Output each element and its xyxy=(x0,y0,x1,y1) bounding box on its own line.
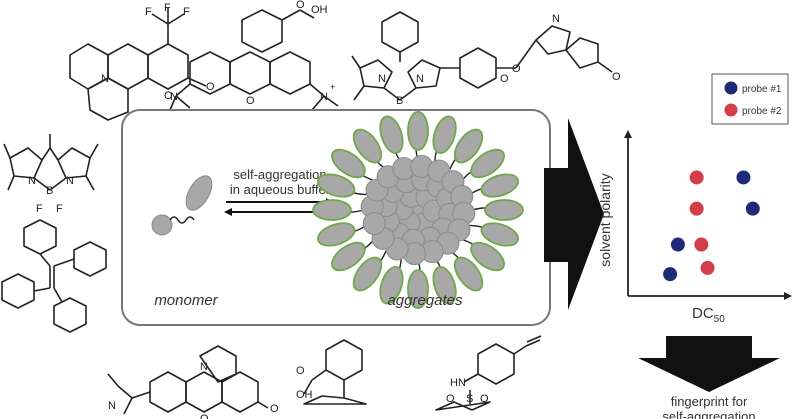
aggregate-outer-unit xyxy=(331,148,366,179)
atom-label: O xyxy=(296,0,305,11)
aggregate-core-unit xyxy=(362,212,386,236)
tetraphenylethylene-molecule xyxy=(1,219,107,333)
bodipy-ester-molecule: N B F F N O O N O xyxy=(351,11,621,121)
atom-label: HN xyxy=(450,377,466,389)
arrow-label-line2: in aqueous buffer xyxy=(230,182,331,197)
atom-label: O xyxy=(200,413,209,419)
fingerprint-text-line1: fingerprint for xyxy=(671,394,748,409)
aggregate-outer-unit xyxy=(453,256,484,292)
data-point-probe1-3 xyxy=(736,170,751,185)
atom-label: F xyxy=(164,2,171,14)
atom-label: OH xyxy=(296,389,313,401)
atom-label: O xyxy=(270,403,279,415)
atom-label: N xyxy=(416,73,424,85)
data-point-probe2-2 xyxy=(689,201,704,216)
atom-label: O xyxy=(612,71,621,83)
coumarin-molecule: F F F N O O xyxy=(69,2,215,121)
aggregate-outer-unit xyxy=(470,241,505,272)
monomer-illustration xyxy=(151,175,213,236)
atom-label: + xyxy=(330,82,335,92)
x-axis-label: DC50 xyxy=(692,305,725,325)
fingerprint-text-line2: self-aggregation xyxy=(662,409,755,419)
chart-points xyxy=(663,170,760,282)
atom-label: N xyxy=(378,73,386,85)
data-point-probe2-3 xyxy=(694,237,709,252)
data-point-probe1-2 xyxy=(670,237,685,252)
rhodamine-molecule: OH O N O N + xyxy=(169,0,339,111)
atom-label: N xyxy=(101,73,109,85)
aggregate-outer-unit xyxy=(407,110,429,151)
legend-label-probe2: probe #2 xyxy=(742,106,782,117)
monomer-label: monomer xyxy=(154,292,218,309)
atom-label: O xyxy=(512,63,521,75)
atom-label: N xyxy=(320,91,328,103)
legend-box xyxy=(711,73,789,125)
atom-label: O xyxy=(206,81,215,93)
data-point-probe2-4 xyxy=(700,260,715,275)
atom-label: O xyxy=(164,90,173,102)
atom-label: N xyxy=(108,400,116,412)
fluorescein-molecule: O OH xyxy=(296,339,367,405)
aggregate-outer-unit xyxy=(379,115,404,154)
aggregate-outer-unit xyxy=(480,222,520,247)
aggregate-outer-unit xyxy=(407,269,429,310)
data-point-probe1-1 xyxy=(663,267,678,282)
aggregate-outer-unit xyxy=(480,173,520,198)
aggregate-outer-unit xyxy=(312,199,352,221)
aggregate-outer-unit xyxy=(352,128,383,164)
x-axis-label-main: DC xyxy=(692,305,714,322)
atom-label: OH xyxy=(311,4,328,16)
atom-label: N xyxy=(28,175,36,187)
aggregate-outer-unit xyxy=(316,222,356,247)
x-axis-label-subscript: 50 xyxy=(714,314,726,325)
chart-legend: probe #1 probe #2 xyxy=(711,73,789,125)
aggregate-outer-unit xyxy=(453,128,484,164)
legend-marker-probe2 xyxy=(724,103,738,117)
aggregate-outer-unit xyxy=(379,266,404,305)
y-axis-arrowhead xyxy=(624,130,632,138)
atom-label: N xyxy=(66,175,74,187)
atom-label: O xyxy=(500,73,509,85)
aggregate-illustration xyxy=(312,110,524,310)
atom-label: F xyxy=(56,203,63,215)
data-point-probe2-1 xyxy=(689,170,704,185)
atom-label: O xyxy=(480,393,489,405)
nile-red-molecule: N N O O xyxy=(107,345,279,419)
fingerprint-arrow xyxy=(638,336,780,392)
aggregate-outer-unit xyxy=(432,115,457,154)
aggregates-label: aggregates xyxy=(387,292,463,309)
atom-label: O xyxy=(296,365,305,377)
aggregate-outer-unit xyxy=(432,266,457,305)
y-axis-label: solvent polarity xyxy=(597,173,613,266)
bodipy-left-molecule: N B F F N xyxy=(3,134,99,215)
data-point-probe1-4 xyxy=(745,201,760,216)
atom-label: N xyxy=(170,91,178,103)
atom-label: F xyxy=(36,203,43,215)
process-arrow xyxy=(544,118,604,310)
legend-label-probe1: probe #1 xyxy=(742,84,782,95)
aggregate-outer-unit xyxy=(331,241,366,272)
atom-label: B xyxy=(46,185,53,197)
atom-label: F xyxy=(183,6,190,18)
legend-marker-probe1 xyxy=(724,81,738,95)
aggregate-outer-unit xyxy=(316,173,356,198)
aggregate-outer-unit xyxy=(484,199,524,221)
atom-label: N xyxy=(200,361,208,373)
atom-label: O xyxy=(446,393,455,405)
aggregate-outer-unit xyxy=(470,148,505,179)
atom-label: N xyxy=(552,13,560,25)
arrow-label-line1: self-aggregation xyxy=(233,167,326,182)
atom-label: S xyxy=(466,393,473,405)
atom-label: O xyxy=(246,95,255,107)
sulfonamide-molecule: HN O S O xyxy=(435,335,542,411)
atom-label: F xyxy=(145,6,152,18)
aggregate-outer-unit xyxy=(352,256,383,292)
x-axis-arrowhead xyxy=(784,292,792,300)
atom-label: B xyxy=(396,95,403,107)
scatter-chart: solvent polarity DC50 probe #1 probe #2 xyxy=(597,73,792,325)
